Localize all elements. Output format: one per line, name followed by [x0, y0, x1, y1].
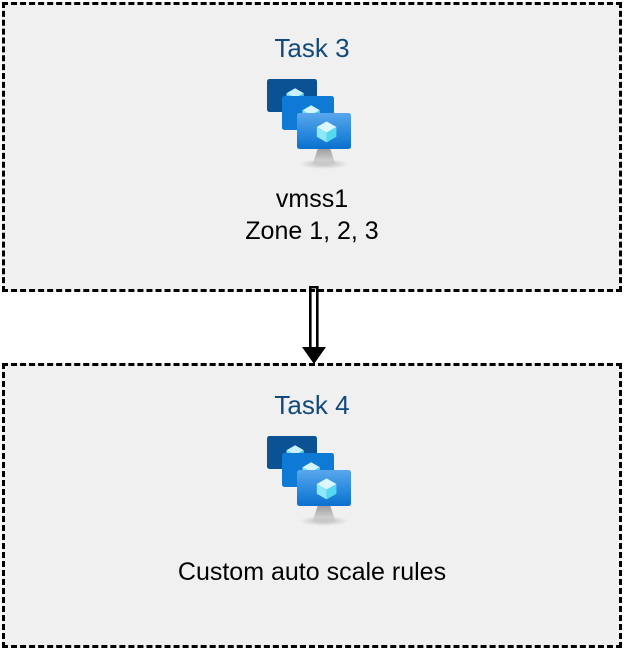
double-line-down-arrow-icon — [302, 286, 326, 364]
task-3-caption: vmss1 Zone 1, 2, 3 — [245, 183, 378, 247]
task-3-caption-line-1: vmss1 — [275, 185, 349, 213]
task-4-title: Task 4 — [274, 390, 350, 420]
task-box-task-3[interactable]: Task 3 — [2, 2, 622, 292]
azure-vm-scale-set-icon — [267, 79, 351, 169]
task-3-caption-line-2: Zone 1, 2, 3 — [245, 217, 379, 245]
task-3-title: Task 3 — [274, 33, 350, 63]
task-box-task-4[interactable]: Task 4 — [2, 363, 622, 648]
azure-vm-scale-set-icon — [267, 436, 351, 526]
task-4-caption-line-1: Custom auto scale rules — [177, 558, 447, 586]
monitor-front-icon — [297, 113, 351, 149]
task-4-caption: Custom auto scale rules — [178, 556, 446, 588]
monitor-front-icon — [297, 470, 351, 506]
